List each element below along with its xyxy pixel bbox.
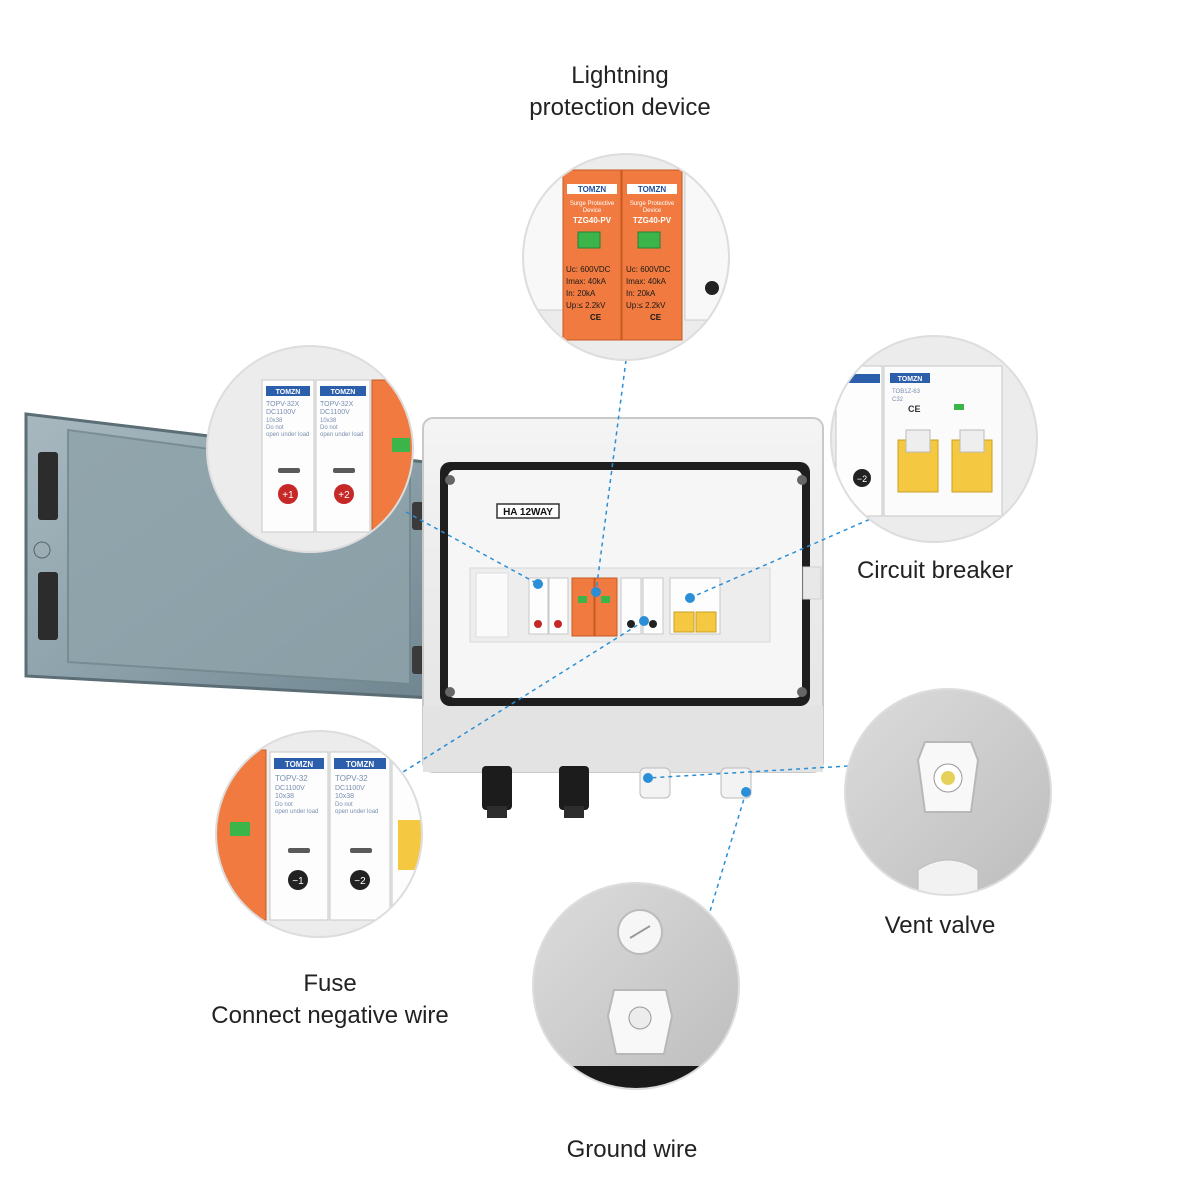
pfuse1-warn1: Do not [266, 425, 284, 431]
label-lightning-line2: protection device [529, 94, 711, 121]
model-plate-text: HA 12WAY [503, 507, 553, 518]
spd1-imax: Imax: 40kA [566, 277, 607, 286]
spd1-brand: TOMZN [578, 185, 607, 194]
label-lightning-line1: Lightning [571, 62, 669, 89]
zoom-ground-wire [533, 883, 739, 1089]
pfuse2-model: TOPV-32X [320, 401, 354, 408]
callout-dots [533, 579, 751, 797]
pfuse1-size: 10x38 [266, 418, 283, 424]
callout-lines [343, 359, 885, 919]
zoom-positive-fuses: TOMZN TOPV-32X DC1100V 10x38 Do not open… [207, 346, 413, 552]
nfuse1-model: TOPV-32 [275, 774, 308, 783]
zoom-negative-fuses: TOMZN TOPV-32 DC1100V 10x38 Do not open … [216, 731, 422, 937]
nfuse2-neg: −2 [354, 876, 366, 887]
model-plate: HA 12WAY [496, 503, 560, 519]
spd1-name2: Device [583, 208, 602, 214]
spd1-model: TZG40-PV [573, 216, 612, 225]
spd2-up: Up:≤ 2.2kV [626, 301, 666, 310]
spd2-ce: CE [650, 313, 662, 322]
spd2-in: In: 20kA [626, 289, 656, 298]
pfuse2-warn2: open under load [320, 432, 363, 438]
nfuse1-rating: DC1100V [275, 785, 305, 792]
zoom-circuit-breaker: −2 TOMZN TOB1Z-63 C32 CE [831, 336, 1037, 542]
label-fuse: Fuse Connect negative wire [180, 968, 480, 1032]
spd2-model: TZG40-PV [633, 216, 672, 225]
label-vent-valve: Vent valve [884, 912, 996, 939]
zoom-lightning-protection: TOMZN Surge Protective Device TZG40-PV U… [523, 154, 729, 360]
spd2-name2: Device [643, 208, 662, 214]
pfuse2-brand: TOMZN [331, 389, 356, 396]
spd2-brand: TOMZN [638, 185, 667, 194]
breaker-neg: −2 [857, 474, 867, 484]
breaker-brand: TOMZN [898, 376, 923, 383]
pfuse2-rating: DC1100V [320, 409, 350, 416]
spd1-name1: Surge Protective [570, 201, 615, 207]
spd2-name1: Surge Protective [630, 201, 675, 207]
spd1-in: In: 20kA [566, 289, 596, 298]
label-circuit-breaker: Circuit breaker [856, 557, 1014, 584]
nfuse2-rating: DC1100V [335, 785, 365, 792]
spd1-uc: Uc: 600VDC [566, 265, 611, 274]
pfuse2-size: 10x38 [320, 418, 337, 424]
label-fuse-line1: Fuse [303, 970, 357, 997]
pfuse1-warn2: open under load [266, 432, 309, 438]
din-rail-modules [469, 567, 771, 643]
pfuse1-brand: TOMZN [276, 389, 301, 396]
nfuse2-warn2: open under load [335, 809, 378, 815]
spd2-imax: Imax: 40kA [626, 277, 667, 286]
breaker-rating: C32 [892, 397, 904, 403]
label-lightning-protection: Lightning protection device [470, 60, 770, 124]
pfuse1-pos: +1 [282, 490, 294, 501]
pfuse1-model: TOPV-32X [266, 401, 300, 408]
pfuse1-rating: DC1100V [266, 409, 296, 416]
nfuse1-warn1: Do not [275, 802, 293, 808]
spd2-uc: Uc: 600VDC [626, 265, 671, 274]
nfuse1-brand: TOMZN [285, 760, 314, 769]
spd1-ce: CE [590, 313, 602, 322]
nfuse2-warn1: Do not [335, 802, 353, 808]
breaker-model: TOB1Z-63 [892, 389, 921, 395]
label-fuse-line2: Connect negative wire [211, 1002, 449, 1029]
nfuse2-model: TOPV-32 [335, 774, 368, 783]
nfuse1-warn2: open under load [275, 809, 318, 815]
nfuse2-brand: TOMZN [346, 760, 375, 769]
nfuse1-size: 10x38 [275, 793, 294, 800]
pfuse2-warn1: Do not [320, 425, 338, 431]
nfuse1-neg: −1 [292, 876, 304, 887]
label-ground-wire: Ground wire [566, 1136, 698, 1163]
pfuse2-pos: +2 [338, 490, 350, 501]
breaker-ce: CE [908, 404, 921, 414]
nfuse2-size: 10x38 [335, 793, 354, 800]
spd1-up: Up:≤ 2.2kV [566, 301, 606, 310]
zoom-vent-valve [845, 689, 1051, 895]
